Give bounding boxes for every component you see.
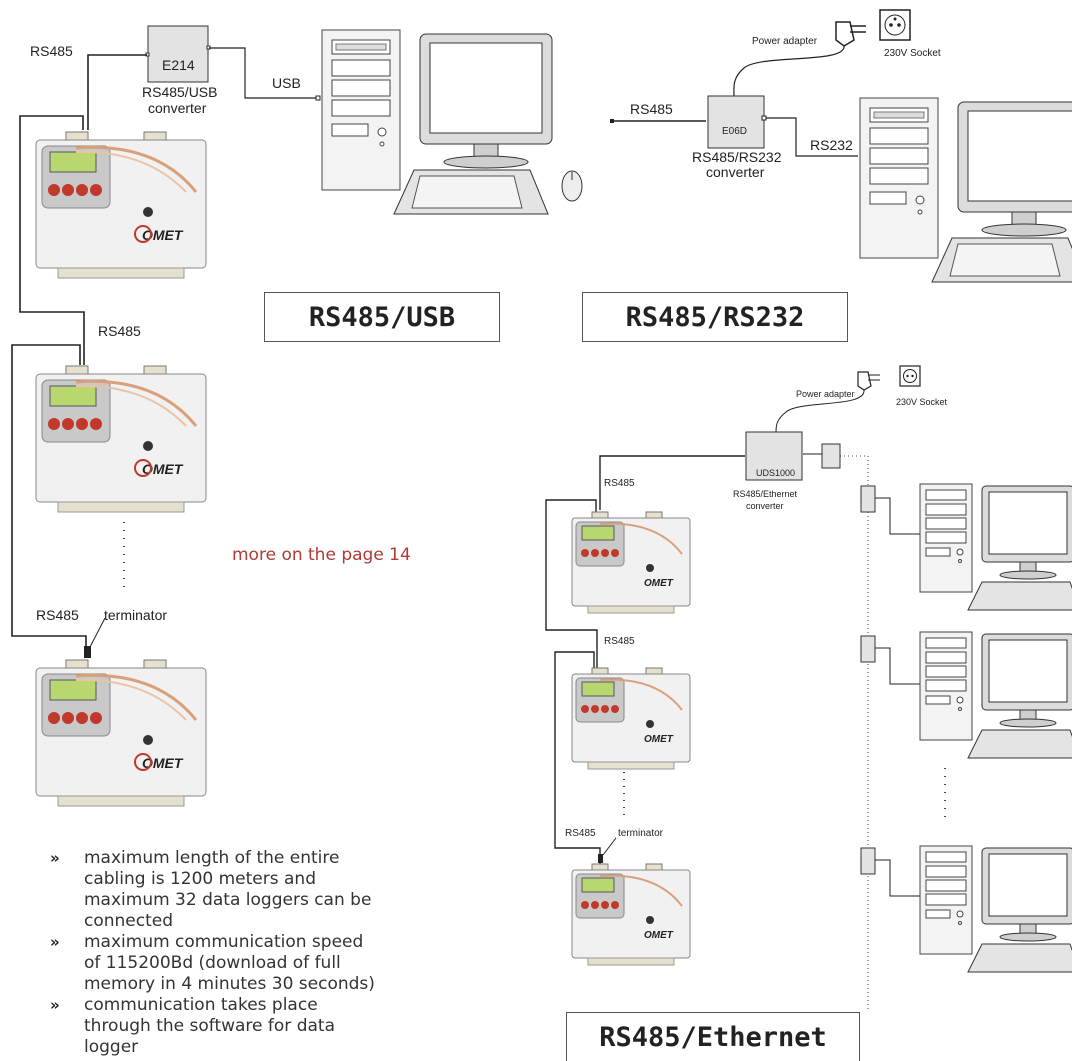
- note-text: maximum communication speed of 115200Bd …: [84, 932, 375, 994]
- bullet-icon: »: [50, 996, 60, 1014]
- rs485-cable-right: [545, 499, 601, 864]
- uds1000-label: UDS1000: [756, 468, 795, 478]
- rs485-label-e3: RS485: [565, 828, 596, 839]
- terminator-left: [84, 646, 91, 658]
- note-item: » maximum communication speed of 115200B…: [50, 932, 380, 995]
- rs485-cable-left: [11, 54, 147, 656]
- e214-label: E214: [162, 57, 195, 73]
- uds1000-converter: [745, 431, 803, 481]
- computer-ethernet-1: [919, 483, 1072, 611]
- computer-usb: [321, 29, 553, 215]
- uds-caption-1: RS485/Ethernet: [733, 489, 798, 499]
- note-item: » maximum length of the entire cabling i…: [50, 848, 380, 932]
- computer-ethernet-3: [919, 845, 1072, 973]
- computer-ethernet-2: [919, 631, 1072, 759]
- power-cable-rs232: [733, 45, 845, 97]
- mouse-icon: [561, 170, 583, 202]
- network-switch-2: [860, 635, 920, 685]
- e06d-caption-2: converter: [706, 164, 765, 180]
- uds-caption-2: converter: [746, 501, 784, 511]
- rs485-label-1: RS485: [30, 43, 73, 59]
- socket-label: 230V Socket: [884, 48, 941, 59]
- note-text: communication takes place through the so…: [84, 995, 335, 1057]
- rs232-cable: [766, 117, 858, 157]
- rs485-label-3: RS485: [36, 607, 79, 623]
- power-adapter-label-2: Power adapter: [796, 389, 855, 399]
- data-logger-e3: [571, 863, 691, 966]
- e214-caption-2: converter: [148, 100, 207, 116]
- data-logger-e1: [571, 511, 691, 614]
- data-logger-e2: [571, 667, 691, 770]
- bullet-icon: »: [50, 849, 60, 867]
- power-cable-ethernet: [775, 389, 865, 433]
- power-adapter-icon-2: [857, 371, 880, 391]
- terminator-label-left: terminator: [104, 607, 167, 623]
- rs232-label: RS232: [810, 137, 853, 153]
- power-adapter-label: Power adapter: [752, 36, 818, 47]
- terminator-right: [598, 854, 603, 863]
- e06d-label: E06D: [722, 126, 747, 137]
- section-title-ethernet: RS485/Ethernet: [566, 1012, 860, 1061]
- network-switch-3: [860, 847, 920, 897]
- rs485-label-e2: RS485: [604, 636, 635, 647]
- network-switch-1: [860, 485, 920, 535]
- socket-icon: [879, 9, 911, 41]
- computer-rs232: [859, 97, 1072, 283]
- e06d-converter: [707, 95, 765, 149]
- socket-label-2: 230V Socket: [896, 397, 948, 407]
- note-text: maximum length of the entire cabling is …: [84, 848, 372, 931]
- rs485-label-rs232: RS485: [630, 101, 673, 117]
- terminator-label-right: terminator: [618, 828, 664, 839]
- rs485-label-2: RS485: [98, 323, 141, 339]
- power-adapter-icon: [835, 21, 866, 47]
- data-logger-2: [34, 364, 208, 514]
- rs485-label-e1: RS485: [604, 478, 635, 489]
- e214-converter: [147, 25, 209, 83]
- usb-label: USB: [272, 75, 301, 91]
- data-logger-3: [34, 658, 208, 808]
- section-title-usb: RS485/USB: [264, 292, 500, 342]
- notes-list: » maximum length of the entire cabling i…: [50, 848, 380, 1058]
- data-logger-1: [34, 130, 208, 280]
- e214-caption-1: RS485/USB: [142, 84, 217, 100]
- socket-icon-2: [899, 365, 921, 387]
- more-info-link[interactable]: more on the page 14: [232, 545, 411, 565]
- bullet-icon: »: [50, 933, 60, 951]
- note-item: » communication takes place through the …: [50, 995, 380, 1058]
- section-title-rs232: RS485/RS232: [582, 292, 848, 342]
- usb-cable: [209, 47, 318, 99]
- e06d-caption-1: RS485/RS232: [692, 149, 782, 165]
